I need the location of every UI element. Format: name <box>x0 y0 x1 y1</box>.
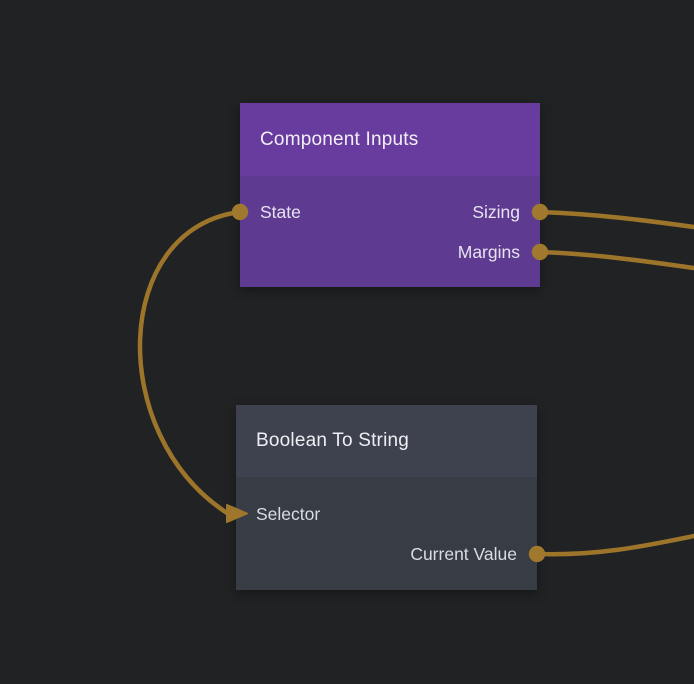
node-boolean-to-string[interactable]: Boolean To String Selector Current Value <box>236 405 537 590</box>
wire-current-value-offscreen[interactable] <box>534 533 694 557</box>
node-boolean-to-string-header[interactable]: Boolean To String <box>236 405 537 477</box>
node-title: Boolean To String <box>256 430 410 451</box>
port-selector[interactable]: Selector <box>256 503 321 524</box>
port-row: Current Value <box>236 534 537 574</box>
port-row: Selector <box>236 494 537 534</box>
node-boolean-to-string-body: Selector Current Value <box>236 477 537 590</box>
port-row: Margins <box>240 232 540 272</box>
wire-margins-offscreen[interactable] <box>537 249 694 271</box>
node-component-inputs[interactable]: Component Inputs State Sizing Margins <box>240 103 540 287</box>
port-state[interactable]: State <box>260 201 301 222</box>
wire-state-to-selector[interactable] <box>137 209 243 516</box>
node-component-inputs-body: State Sizing Margins <box>240 176 540 287</box>
port-margins[interactable]: Margins <box>457 241 520 262</box>
node-title: Component Inputs <box>260 128 419 150</box>
port-row: State Sizing <box>240 192 540 232</box>
wire-sizing-offscreen[interactable] <box>537 209 694 230</box>
port-sizing[interactable]: Sizing <box>472 201 520 222</box>
node-component-inputs-header[interactable]: Component Inputs <box>240 103 540 176</box>
port-current-value[interactable]: Current Value <box>410 543 517 564</box>
